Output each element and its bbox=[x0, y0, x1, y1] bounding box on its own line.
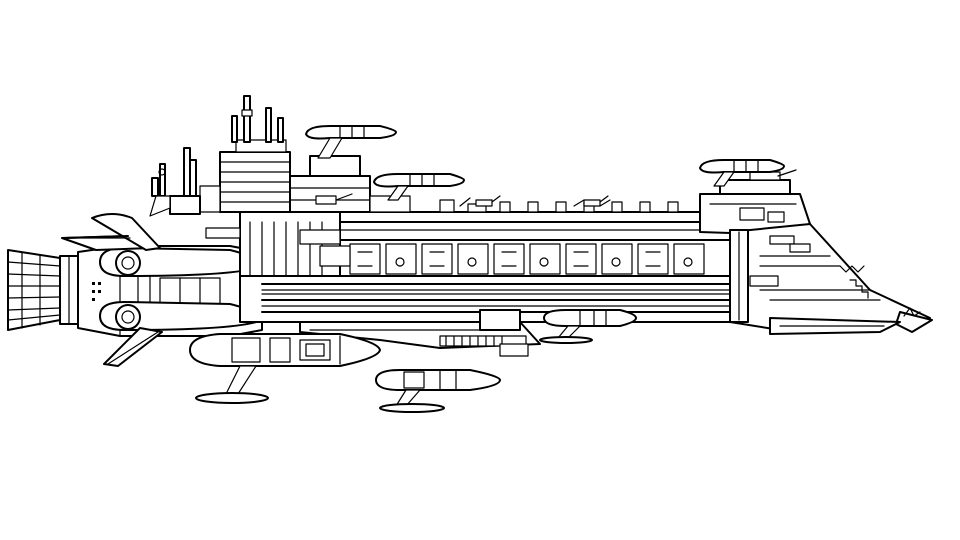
rear-engine-nozzle bbox=[7, 249, 79, 331]
ram-keel bbox=[769, 317, 901, 335]
weapon-pod-big-lower bbox=[189, 333, 381, 404]
prow bbox=[729, 223, 933, 333]
weapon-pod-lower-2 bbox=[375, 369, 501, 413]
bridge-tower bbox=[699, 169, 811, 235]
upper-engine-pod bbox=[99, 247, 263, 277]
deck-crenellations bbox=[439, 197, 679, 213]
weapon-pod-top-2 bbox=[373, 173, 465, 201]
aft-antenna bbox=[63, 227, 241, 239]
weapon-pod-top-3 bbox=[699, 159, 785, 187]
tall-spires bbox=[149, 95, 284, 217]
lower-hull bbox=[299, 309, 541, 357]
machinery-block bbox=[239, 211, 351, 277]
weapon-pod-top-1 bbox=[305, 125, 397, 159]
weapon-pod-lower-3 bbox=[539, 309, 637, 344]
rear-fin-upper bbox=[61, 213, 161, 251]
deck-turrets bbox=[315, 193, 609, 207]
rear-fin-lower bbox=[103, 327, 163, 367]
superstructure bbox=[169, 139, 411, 215]
gun-bays bbox=[349, 243, 705, 275]
lower-engine-pod bbox=[99, 301, 263, 331]
